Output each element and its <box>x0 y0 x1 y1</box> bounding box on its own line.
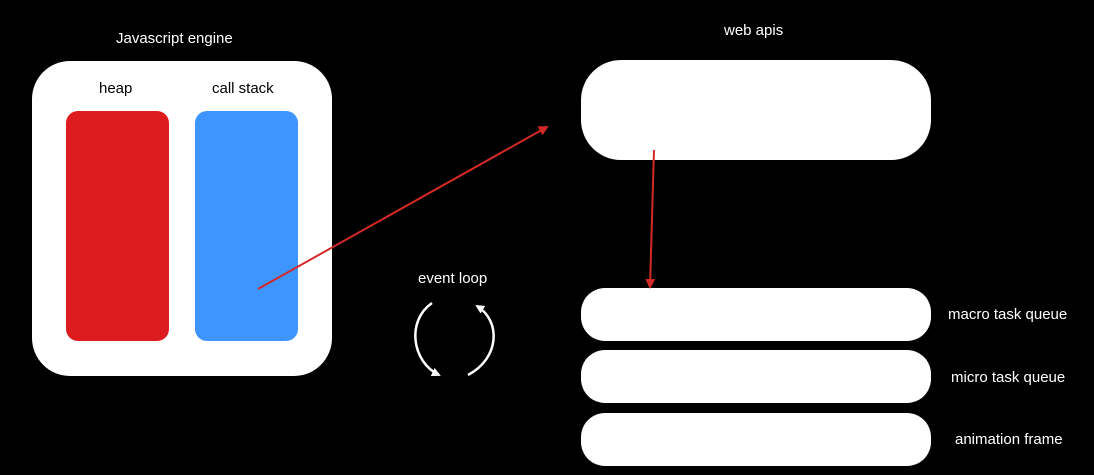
animation-frame-label: animation frame <box>955 431 1063 448</box>
cycle-arrows-icon <box>414 301 495 377</box>
web-apis-to-macro-queue-arrow <box>645 149 656 289</box>
macro-task-queue-box <box>581 288 931 341</box>
call-stack-block <box>195 111 298 341</box>
heap-block <box>66 111 169 341</box>
animation-frame-box <box>581 413 931 466</box>
macro-task-queue-label: macro task queue <box>948 306 1068 323</box>
event-loop-label: event loop <box>418 270 488 287</box>
call-stack-label: call stack <box>212 80 274 97</box>
micro-task-queue-label: micro task queue <box>951 369 1066 386</box>
web-apis-box <box>581 60 931 160</box>
web-apis-title: web apis <box>724 22 784 39</box>
heap-label: heap <box>99 80 133 97</box>
engine-title: Javascript engine <box>116 30 233 47</box>
micro-task-queue-box <box>581 350 931 403</box>
